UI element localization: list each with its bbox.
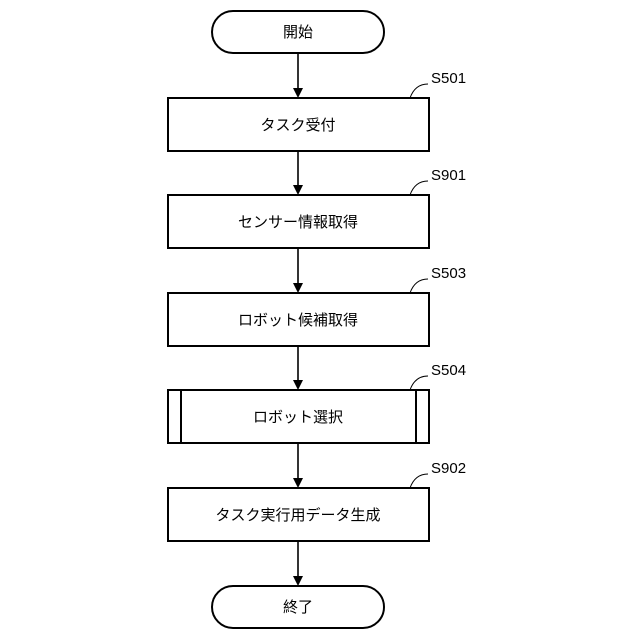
process-step-label: タスク受付: [260, 116, 335, 134]
start-terminal: 開始: [212, 11, 384, 53]
edge-s501-to-s901: [293, 151, 303, 195]
process-step-s901: センサー情報取得 S901: [168, 167, 466, 248]
arrowhead: [293, 88, 303, 98]
step-label-leader: [410, 376, 428, 390]
step-id-s901: S901: [431, 167, 466, 184]
process-step-label: センサー情報取得: [238, 213, 358, 231]
start-terminal-label: 開始: [283, 23, 313, 41]
process-step-s503: ロボット候補取得 S503: [168, 265, 466, 346]
process-step-s501: タスク受付 S501: [168, 70, 466, 151]
process-step-s902: タスク実行用データ生成 S902: [168, 460, 466, 541]
step-id-s503: S503: [431, 265, 466, 282]
edge-s902-to-end: [293, 541, 303, 586]
step-id-s504: S504: [431, 362, 466, 379]
arrowhead: [293, 478, 303, 488]
arrowhead: [293, 283, 303, 293]
predefined-process-step-s504: ロボット選択 S504: [168, 362, 466, 443]
edge-start-to-s501: [293, 53, 303, 98]
edge-s503-to-s504: [293, 346, 303, 390]
end-terminal: 終了: [212, 586, 384, 628]
step-label-leader: [410, 84, 428, 98]
process-step-label: タスク実行用データ生成: [215, 506, 380, 524]
arrowhead: [293, 380, 303, 390]
step-label-leader: [410, 279, 428, 293]
edge-s901-to-s503: [293, 248, 303, 293]
step-id-s902: S902: [431, 460, 466, 477]
step-label-leader: [410, 181, 428, 195]
edge-s504-to-s902: [293, 443, 303, 488]
end-terminal-label: 終了: [283, 598, 313, 616]
step-label-leader: [410, 474, 428, 488]
process-step-label: ロボット選択: [253, 408, 343, 426]
arrowhead: [293, 185, 303, 195]
process-step-label: ロボット候補取得: [238, 311, 358, 329]
arrowhead: [293, 576, 303, 586]
step-id-s501: S501: [431, 70, 466, 87]
